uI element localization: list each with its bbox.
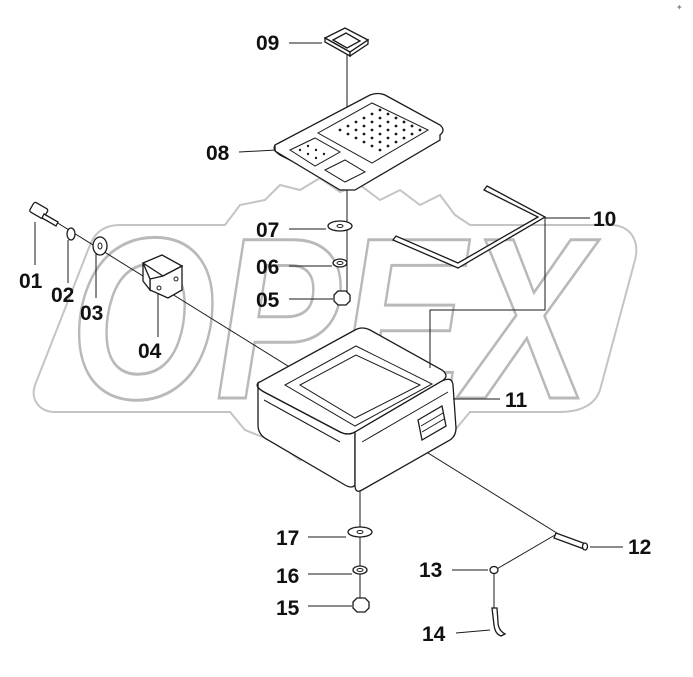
callout-02: 02 <box>51 284 74 307</box>
lid-inner-panel <box>316 102 430 164</box>
leader-14 <box>455 629 491 634</box>
part-13-clip <box>489 565 499 575</box>
callout-10: 10 <box>593 208 616 231</box>
callout-05: 05 <box>256 289 280 312</box>
callout-07: 07 <box>256 219 279 242</box>
part-11-box <box>256 327 457 492</box>
callout-17: 17 <box>276 527 299 550</box>
pin-axis-13 <box>494 534 556 571</box>
leader-lines <box>34 42 623 634</box>
part-04-bracket <box>141 254 184 299</box>
part-10-gasket <box>391 185 547 269</box>
part-16-lock-washer <box>352 565 368 575</box>
box-top-opening <box>283 345 434 427</box>
callout-03: 03 <box>80 302 103 325</box>
part-14-cotter <box>491 607 507 637</box>
part-17-washer-hole <box>356 530 364 534</box>
part-16-lock-washer-hole <box>356 568 364 572</box>
callout-08: 08 <box>206 142 230 165</box>
lid-slot <box>323 159 367 183</box>
callout-06: 06 <box>256 256 279 279</box>
part-03-washer <box>92 236 108 256</box>
box-vent-grille <box>417 404 447 442</box>
part-05-nut <box>333 290 351 306</box>
part-12-pin <box>553 532 589 551</box>
callout-04: 04 <box>138 340 162 363</box>
part-07-washer <box>327 220 353 232</box>
callout-16: 16 <box>276 565 299 588</box>
part-07-washer-hole <box>336 224 344 228</box>
part-08-lid <box>273 92 444 191</box>
box-inner-wall <box>298 354 422 419</box>
lid-dot-grid <box>298 108 422 160</box>
part-06-lock-washer <box>332 258 348 268</box>
callout-09: 09 <box>256 32 279 55</box>
callout-01: 01 <box>19 270 43 293</box>
leader-10 <box>429 217 590 368</box>
part-17-washer <box>347 526 373 538</box>
box-right-face <box>354 378 457 492</box>
part-09-latch <box>323 27 370 58</box>
part-03-washer-hole <box>97 242 103 250</box>
callout-labels: 09 08 07 06 05 10 11 01 02 03 04 12 13 1… <box>19 32 651 646</box>
corner-mark: ✦ <box>676 3 683 12</box>
part-06-lock-washer-hole <box>336 261 344 265</box>
callout-14: 14 <box>422 623 446 646</box>
callout-15: 15 <box>276 597 300 620</box>
callout-13: 13 <box>419 559 442 582</box>
leader-08 <box>238 149 277 153</box>
lid-small-panel <box>288 137 342 167</box>
callout-11: 11 <box>505 389 528 412</box>
watermark-gear-outline <box>32 176 638 472</box>
callout-12: 12 <box>628 536 651 559</box>
part-02-washer <box>66 227 76 241</box>
part-01-bolt <box>29 201 59 227</box>
part-15-nut <box>352 597 370 613</box>
